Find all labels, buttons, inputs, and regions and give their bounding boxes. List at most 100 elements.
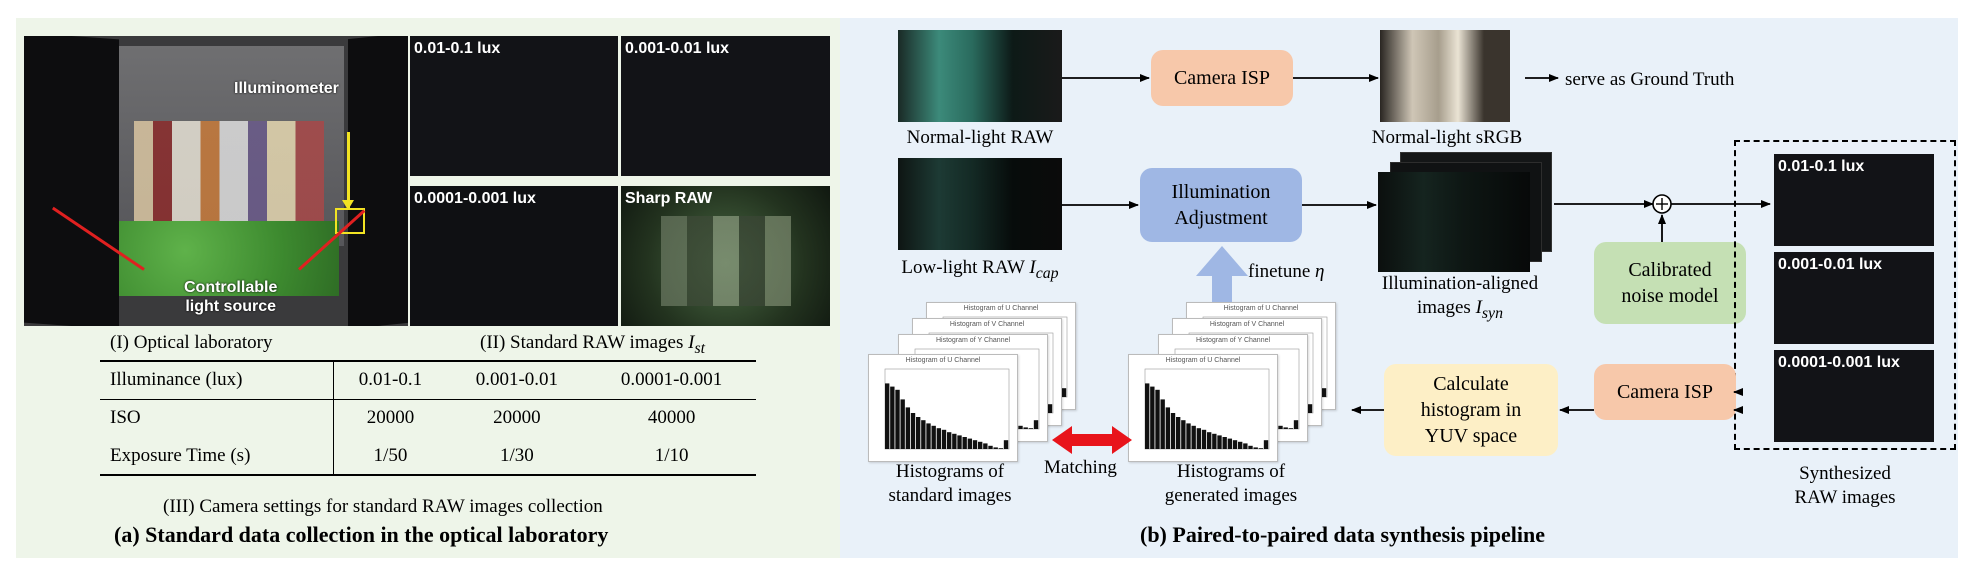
illuminometer-label: Illuminometer: [234, 80, 339, 97]
histogram-bar: [988, 445, 993, 449]
histogram-bar: [1191, 425, 1196, 449]
histogram-card-title: Histogram of V Channel: [1209, 321, 1285, 328]
histogram-bar: [972, 440, 978, 449]
histograms-standard-label: Histograms of standard images: [888, 461, 1012, 506]
synthesized-raw-label: Synthesized RAW images: [1794, 463, 1896, 508]
table-row: Illuminance (lux) 0.01-0.1 0.001-0.01 0.…: [100, 360, 756, 400]
light-source-label: Controllable light source: [184, 279, 278, 316]
histogram-bar: [1263, 440, 1269, 449]
standard-image-0: 0.01-0.1 lux: [410, 36, 618, 176]
histogram-bar: [1155, 389, 1160, 449]
low-light-raw-label: Low-light RAW Icap: [901, 257, 1059, 282]
histogram-bar: [1248, 445, 1253, 449]
normal-light-srgb-image: [1380, 30, 1510, 122]
histogram-card-title: Histogram of U Channel: [905, 357, 981, 364]
matching-label: Matching: [1044, 457, 1117, 478]
aligned-image-front: [1378, 172, 1530, 272]
histogram-bar: [1033, 420, 1039, 429]
histogram-bar: [1023, 427, 1028, 429]
histogram-bar: [1061, 388, 1067, 397]
histogram-bar: [1238, 441, 1243, 449]
caption-camera-settings: (III) Camera settings for standard RAW i…: [163, 496, 603, 517]
camera-isp-box-top: Camera ISP: [1151, 50, 1293, 106]
histogram-bar: [1307, 404, 1313, 413]
histogram-bar: [1165, 407, 1171, 449]
synthesized-image-label: 0.001-0.01 lux: [1778, 256, 1883, 273]
histogram-bar: [1288, 428, 1294, 429]
synthesized-image-2: 0.0001-0.001 lux: [1774, 350, 1934, 442]
low-light-raw-image: [898, 158, 1062, 250]
histogram-card-title: Histogram of Y Channel: [1195, 337, 1271, 344]
histogram-bar: [910, 413, 916, 449]
histogram-bar: [916, 417, 921, 449]
synthesized-image-label: 0.01-0.1 lux: [1778, 158, 1865, 175]
histogram-bar: [1293, 420, 1299, 429]
histogram-card-title: Histogram of U Channel: [1223, 305, 1299, 312]
histogram-bar: [936, 428, 942, 449]
table-row: Exposure Time (s) 1/50 1/30 1/10: [100, 437, 756, 476]
histogram-card: Histogram of U Channel: [868, 354, 1018, 462]
histogram-card-title: Histogram of V Channel: [949, 321, 1025, 328]
sharp-raw-image: Sharp RAW: [621, 186, 830, 326]
standard-image-1: 0.001-0.01 lux: [621, 36, 830, 176]
histogram-bar: [1253, 447, 1258, 449]
histogram-card: Histogram of U Channel: [1128, 354, 1278, 462]
standard-image-label: 0.001-0.01 lux: [625, 40, 730, 57]
histogram-bar: [1150, 386, 1155, 449]
histogram-bar: [993, 447, 998, 449]
histogram-bar: [952, 433, 957, 449]
optical-laboratory-photo: Illuminometer Controllable light source: [24, 36, 408, 326]
histogram-bar: [957, 435, 962, 449]
aligned-images-label: Illumination-aligned images Isyn: [1381, 273, 1539, 322]
histogram-bar: [962, 437, 967, 449]
histogram-bar: [1283, 427, 1288, 429]
normal-light-srgb-label: Normal-light sRGB: [1371, 127, 1523, 148]
histogram-bar: [1028, 428, 1034, 429]
standard-image-label: 0.01-0.1 lux: [414, 40, 501, 57]
histogram-bar: [1212, 433, 1217, 449]
synthesized-image-0: 0.01-0.1 lux: [1774, 154, 1934, 246]
histogram-bar: [978, 441, 983, 449]
histogram-bar: [1222, 437, 1227, 449]
histogram-bar: [1232, 440, 1238, 449]
histogram-bar: [1258, 448, 1264, 449]
histogram-bar: [1003, 440, 1009, 449]
histogram-bar: [1160, 399, 1165, 449]
histogram-bar: [947, 432, 952, 449]
normal-light-raw-label: Normal-light RAW: [906, 127, 1054, 148]
histogram-bar: [941, 429, 947, 449]
histogram-bar: [1227, 438, 1233, 449]
histogram-bar: [1243, 443, 1248, 449]
histogram-bar: [921, 420, 926, 449]
histogram-card-title: Histogram of U Channel: [1165, 357, 1241, 364]
histogram-bar: [895, 389, 900, 449]
histogram-bar: [926, 423, 931, 449]
histogram-bar: [1278, 425, 1283, 429]
standard-image-2: 0.0001-0.001 lux: [410, 186, 618, 326]
table-row: ISO 20000 20000 40000: [100, 399, 756, 437]
histogram-bar: [1207, 432, 1212, 449]
histogram-bar: [900, 399, 905, 449]
illuminometer-pointer: [347, 132, 350, 208]
histogram-bar: [890, 386, 895, 449]
histogram-bar: [905, 407, 911, 449]
finetune-label: finetune η: [1248, 261, 1325, 282]
panel-b-title: (b) Paired-to-paired data synthesis pipe…: [1140, 522, 1545, 547]
synthesized-image-1: 0.001-0.01 lux: [1774, 252, 1934, 344]
histogram-bar: [1170, 413, 1176, 449]
histogram-bar: [1181, 420, 1186, 449]
camera-isp-box-bottom: Camera ISP: [1594, 364, 1736, 420]
histogram-bar: [998, 448, 1004, 449]
caption-standard-raw: (II) Standard RAW images Ist: [480, 332, 706, 357]
standard-image-label: Sharp RAW: [625, 190, 713, 207]
histograms-generated-label: Histograms of generated images: [1164, 461, 1298, 506]
histogram-bar: [1321, 388, 1327, 397]
camera-settings-table: Illuminance (lux) 0.01-0.1 0.001-0.01 0.…: [100, 360, 756, 476]
histogram-bar: [931, 425, 936, 449]
histogram-bar: [1018, 425, 1023, 429]
histogram-bar: [1176, 417, 1181, 449]
histogram-bar: [885, 383, 890, 449]
